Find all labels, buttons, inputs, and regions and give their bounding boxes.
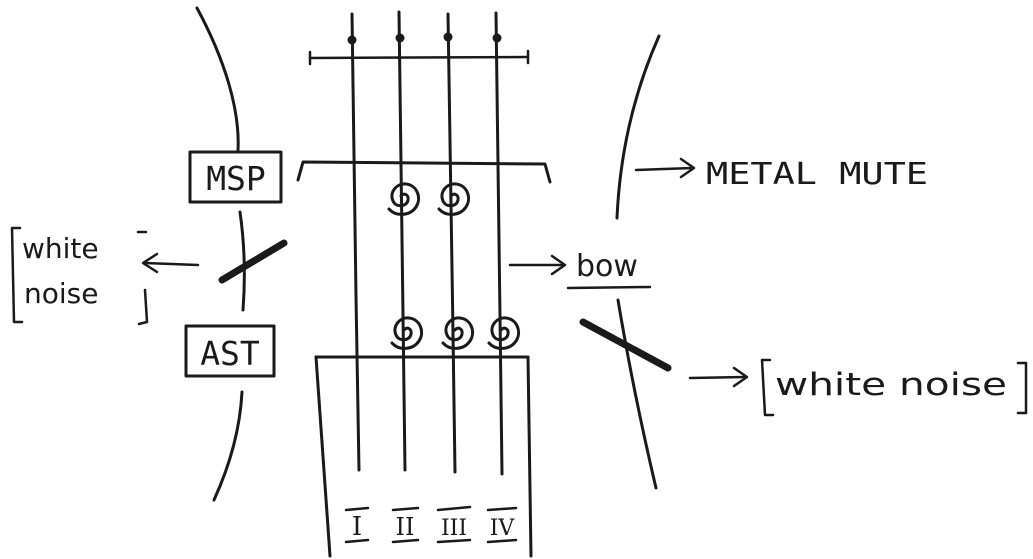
bracket-left — [10, 226, 24, 324]
spiral-icon — [437, 182, 471, 216]
left-white-noise-line2: noise — [24, 277, 98, 310]
top-crossbar — [308, 55, 530, 60]
arrow-to-left-noise — [143, 261, 200, 267]
right-upper-arc — [615, 34, 661, 220]
bow-label: bow — [576, 249, 638, 284]
left-mute-bar — [218, 239, 288, 284]
bow-underline — [566, 285, 652, 290]
bracket-left — [760, 358, 775, 417]
string-ii — [397, 10, 407, 472]
metal-mute-callout: METAL MUTE — [634, 157, 928, 192]
string-peg-dot — [347, 35, 357, 45]
string-peg-dot — [443, 32, 453, 42]
fingerboard-box — [314, 355, 533, 558]
numeral-i: I — [352, 512, 362, 542]
left-white-noise-line1: white — [22, 232, 99, 265]
bracket-right — [1016, 361, 1028, 415]
msp-box-frame — [188, 150, 283, 204]
arrow-head-icon — [679, 157, 696, 179]
fingerboard-right — [526, 355, 533, 558]
string-peg-dot — [395, 33, 405, 43]
spiral-icon — [441, 316, 475, 350]
lower-spirals — [390, 316, 521, 350]
ast-box: AST — [184, 324, 276, 378]
right-mute-bar — [579, 318, 672, 372]
string-peg-dot — [492, 33, 502, 43]
strings — [347, 10, 504, 476]
left-upper-arc — [195, 6, 240, 152]
string-iii — [446, 12, 457, 474]
ast-box-frame — [184, 324, 276, 378]
top-bar — [308, 49, 530, 66]
spiral-icon — [487, 316, 521, 350]
metal-mute-label: METAL MUTE — [706, 157, 928, 192]
numeral-iv: IV — [490, 516, 516, 541]
bracket-right-bottom — [137, 288, 149, 326]
left-white-noise: white noise — [10, 226, 200, 326]
arrow-to-metal-mute — [634, 166, 694, 172]
numeral-ii: II — [396, 513, 415, 541]
bow-callout: bow — [508, 249, 652, 290]
body-outline — [195, 6, 661, 502]
arrow-to-right-noise — [688, 375, 747, 380]
bridge-line — [296, 160, 552, 184]
upper-spirals — [387, 182, 471, 216]
string-iv — [494, 11, 504, 476]
msp-label: MSP — [206, 159, 266, 198]
right-white-noise: white noise — [688, 358, 1028, 417]
arrow-head-icon — [550, 254, 567, 276]
string-numerals: I II III IV — [344, 505, 518, 544]
fingerboard-left — [314, 355, 332, 558]
ast-label: AST — [200, 334, 260, 373]
left-lower-arc — [212, 390, 244, 502]
spiral-icon — [387, 182, 421, 216]
numeral-iii: III — [441, 516, 467, 541]
arrow-head-icon — [732, 366, 749, 388]
right-lower-arc — [616, 298, 658, 490]
arrow-head-icon — [141, 252, 159, 274]
msp-box: MSP — [188, 150, 283, 204]
right-white-noise-label: white noise — [775, 367, 1007, 403]
spiral-icon — [390, 316, 424, 350]
left-middle-arc — [238, 210, 246, 312]
string-i — [350, 12, 361, 472]
